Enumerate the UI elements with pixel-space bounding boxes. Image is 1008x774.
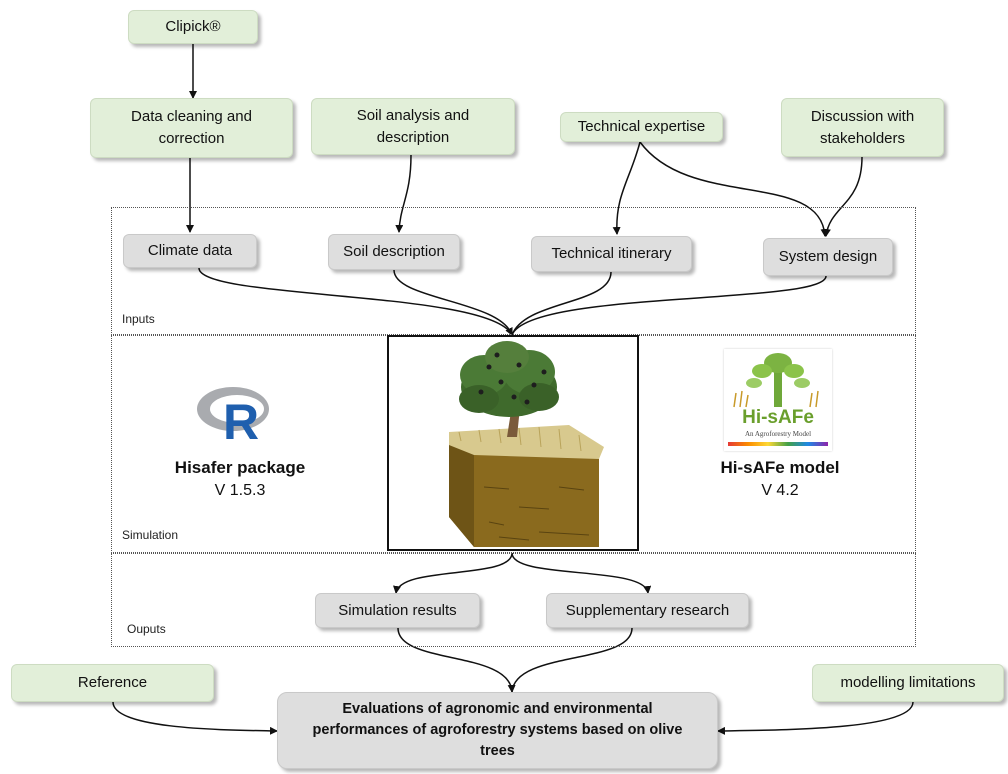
arrow-results-to-eval [397,627,516,693]
inputs-section [111,207,916,335]
hisafe-model-version: V 4.2 [761,482,799,499]
arrow-itinerary-to-sim [511,271,612,336]
outputs-section [111,553,916,647]
hisafe-tree-icon [733,353,819,408]
arrow-reference-to-eval [112,701,278,735]
arrow-sim-to-results [393,552,513,594]
reference-box: Reference [11,664,214,702]
hisafe-logo-text: Hi-sAFe [742,407,814,428]
discussion-box: Discussion with stakeholders [781,98,944,157]
technical-itinerary-box: Technical itinerary [531,236,692,272]
supplementary-research-box: Supplementary research [546,593,749,628]
arrow-sim-to-research [511,552,652,594]
arrow-analysis-to-soil [395,154,412,233]
arrow-research-to-eval [511,627,633,693]
hisafe-logo: Hi-sAFe An Agroforestry Model [724,349,832,451]
hisafer-package-version: V 1.5.3 [214,482,266,499]
r-logo-letter: R [223,394,259,443]
soil-description-box: Soil description [328,234,460,270]
simulation-scene-frame [387,335,639,551]
simulation-section-label: Simulation [122,528,179,542]
r-logo-icon: R [197,387,269,443]
simulation-results-box: Simulation results [315,593,480,628]
hisafe-logo-color-bar [728,442,828,446]
hisafe-logo-subtitle: An Agroforestry Model [744,430,812,438]
climate-data-box: Climate data [123,234,257,268]
arrow-expertise-to-system [639,141,829,237]
modelling-limitations-box: modelling limitations [812,664,1004,702]
hisafe-model-name: Hi-sAFe model [720,458,840,477]
soil-analysis-box: Soil analysis and description [311,98,515,155]
technical-expertise-box: Technical expertise [560,112,723,142]
clipick-box: Clipick® [128,10,258,44]
arrow-discussion-to-system [822,156,863,237]
arrow-soil-to-sim [393,269,513,336]
arrow-expertise-to-itinerary [612,141,641,235]
data-cleaning-box: Data cleaning and correction [90,98,293,158]
arrow-limitations-to-eval [717,701,914,735]
evaluation-box: Evaluations of agronomic and environment… [277,692,718,769]
olive-tree-soil-illustration [449,341,604,547]
arrow-climate-to-sim [198,267,513,336]
inputs-section-label: Inputs [122,312,155,326]
arrow-system-to-sim [511,275,827,336]
outputs-section-label: Ouputs [127,622,166,636]
system-design-box: System design [763,238,893,276]
hisafer-package-name: Hisafer package [174,458,306,477]
